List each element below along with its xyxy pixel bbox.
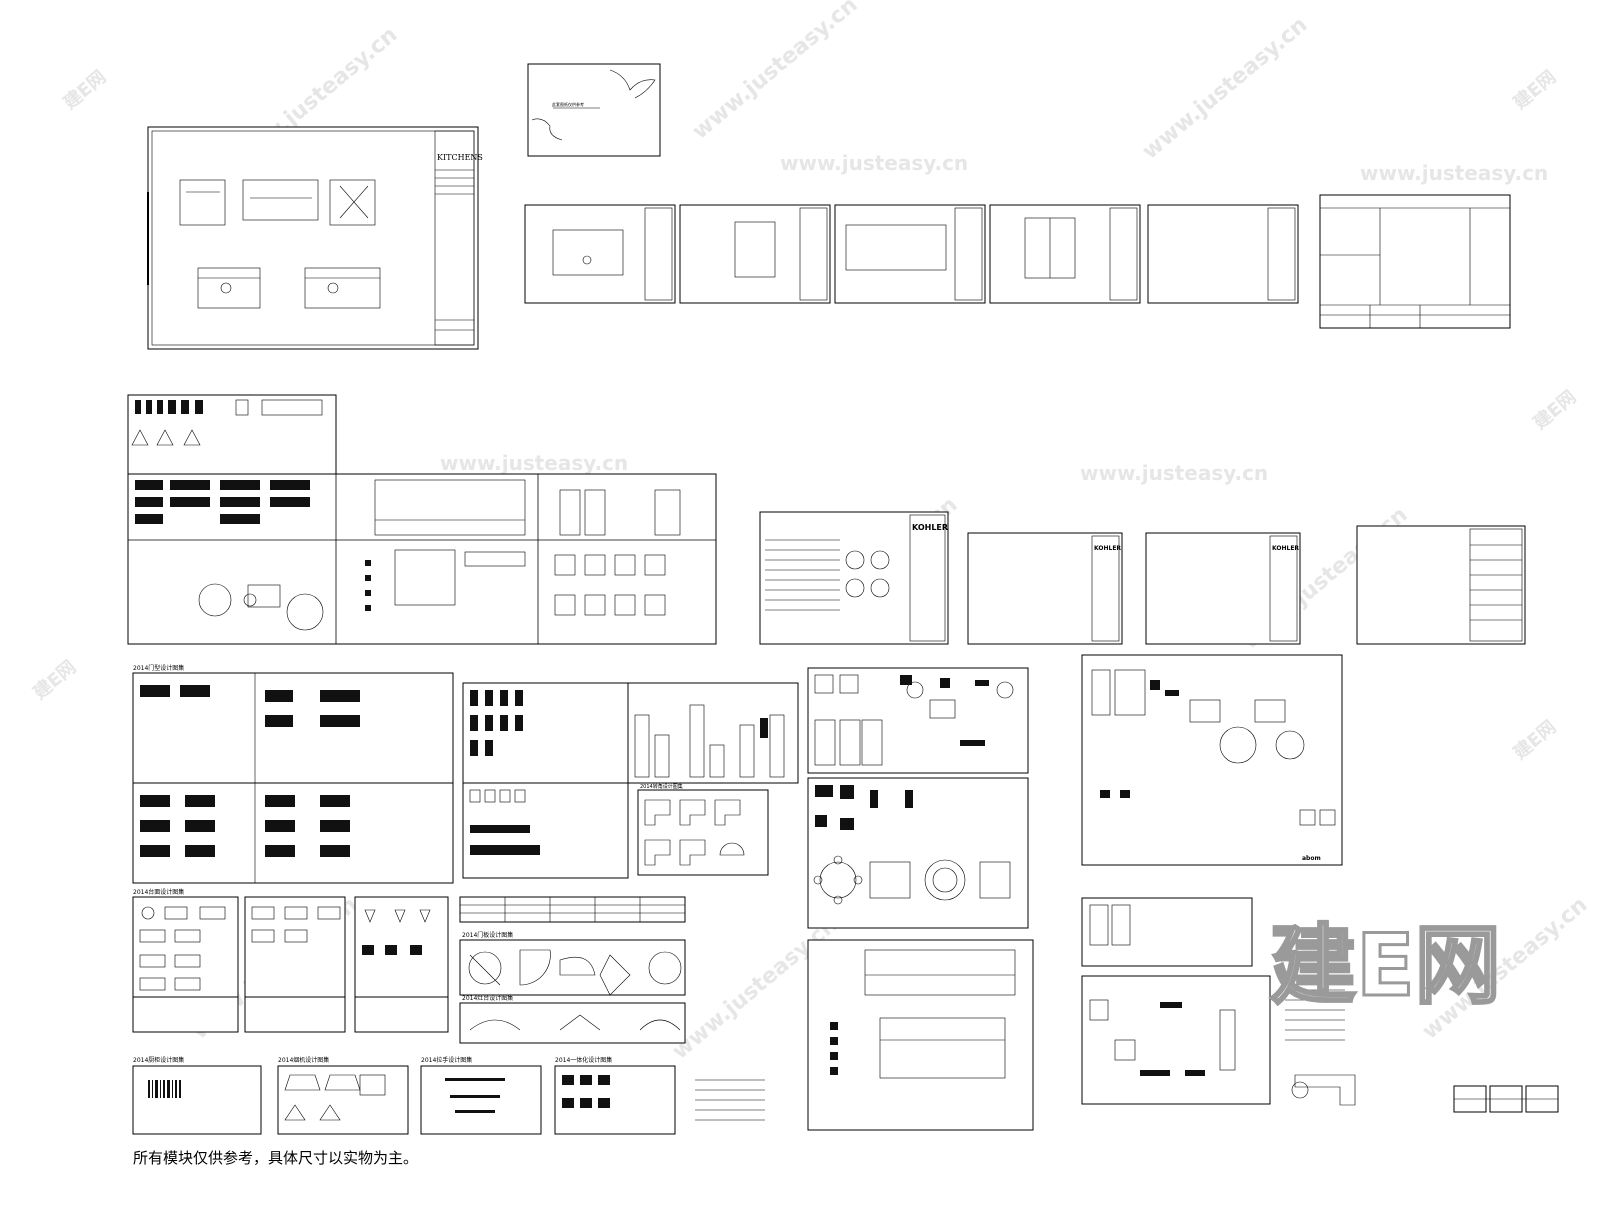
hatch-legend-right	[1285, 989, 1356, 1106]
kohler-logo: KOHLER	[1272, 545, 1299, 552]
bottom-catalog-strip: 2014厨柜设计图集 2014烟机设计图集 2014拉手设计图集 2014一体化…	[132, 1056, 765, 1135]
series-heading: 2014灶台设计图集	[462, 994, 513, 1002]
appliance-blocks	[135, 400, 371, 611]
watermark-url: www.justeasy.cn	[440, 451, 628, 475]
symbols-sheet-lower-right	[1081, 897, 1271, 1105]
watermark-brand: 建E网	[59, 66, 110, 114]
watermark-url: www.justeasy.cn	[1138, 12, 1313, 164]
series-heading: 2014门板设计图集	[462, 931, 513, 939]
sheet-title: KITCHENS	[437, 153, 483, 162]
component-library-sheet-1	[127, 394, 717, 645]
series-heading: 2014转角设计图集	[640, 783, 683, 790]
list-sheet	[1356, 525, 1526, 645]
corner-sheet: 2014转角设计图集	[637, 783, 769, 876]
series-heading: 2014拉手设计图集	[421, 1056, 472, 1064]
kohler-sheet-1: KOHLER	[759, 511, 949, 645]
handle-door-arc-catalog: 2014门板设计图集 2014灶台设计图集	[459, 896, 686, 1044]
mini-tables	[1453, 1085, 1559, 1113]
kohler-sheet-3: KOHLER	[1145, 532, 1301, 645]
kitchen-plan-sheet: KITCHENS	[147, 126, 483, 350]
panel-catalog-sheet	[462, 682, 629, 879]
appliance-symbol-sheet	[807, 667, 1029, 774]
kohler-sheet-2: KOHLER	[967, 532, 1123, 645]
series-heading: 2014厨柜设计图集	[133, 1056, 184, 1064]
series-heading: 2014一体化设计图集	[555, 1056, 612, 1064]
elevation-sheets-row	[524, 194, 1511, 329]
footer-note: 所有模块仅供参考，具体尺寸以实物为主。	[133, 1149, 418, 1167]
watermark-brand: 建E网	[1509, 66, 1560, 114]
watermark-url: www.justeasy.cn	[1080, 461, 1268, 485]
door-catalog-sheet: 2014门型设计图集 2014台面设计图集	[132, 664, 454, 896]
brand-mark: abom	[1302, 855, 1321, 862]
kohler-logo: KOHLER	[912, 523, 948, 532]
cover-sheet: 此套图纸仅供参考	[527, 63, 661, 157]
watermark-url: www.justeasy.cn	[780, 151, 968, 175]
watermark-brand: 建E网	[1529, 386, 1580, 434]
series-heading: 2014烟机设计图集	[278, 1056, 329, 1064]
kohler-logo: KOHLER	[1094, 545, 1121, 552]
cover-note: 此套图纸仅供参考	[552, 101, 584, 107]
watermark-logo: 建E网	[1270, 916, 1501, 1016]
symbols-sheet-right: abom	[1081, 654, 1343, 866]
series-heading: 2014门型设计图集	[133, 664, 184, 672]
watermark-url: www.justeasy.cn	[688, 0, 863, 145]
furniture-symbol-sheet	[807, 777, 1029, 929]
bar-elevation-sheet	[627, 682, 799, 784]
elevation-plan-sheet	[807, 939, 1034, 1131]
watermark-url: www.justeasy.cn	[1360, 161, 1548, 185]
series-heading: 2014台面设计图集	[133, 888, 184, 896]
watermark-brand: 建E网	[1509, 716, 1560, 764]
sink-hob-catalog	[132, 896, 449, 1033]
watermark-brand: 建E网	[29, 656, 80, 704]
